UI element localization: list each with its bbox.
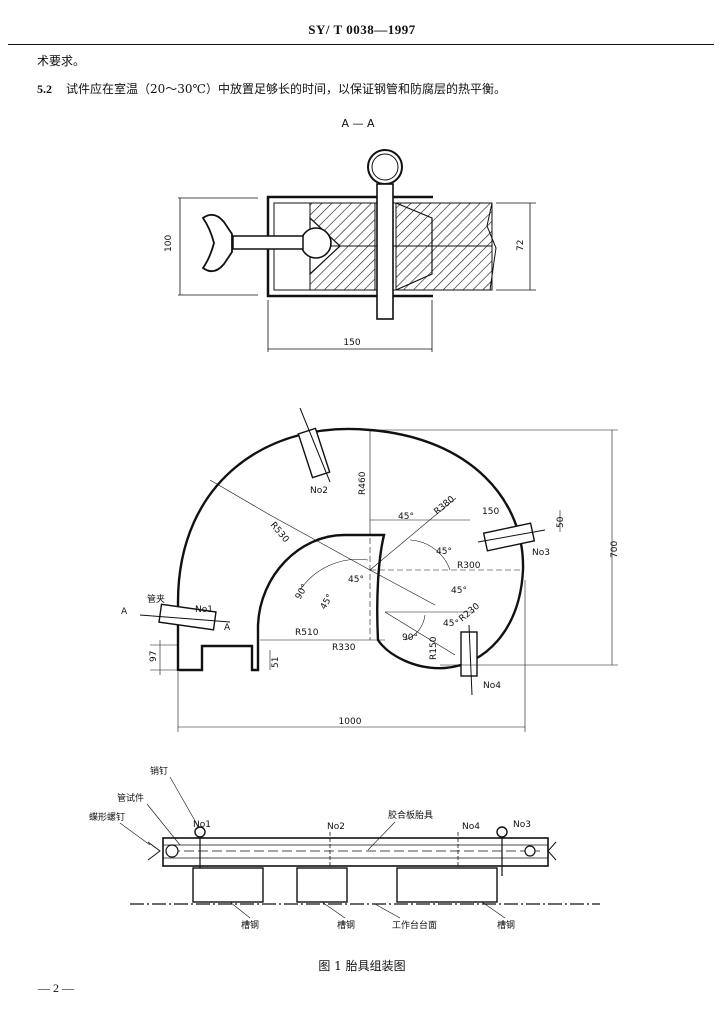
plan-view: No1 管夹 A A No2 No3 No4 R460 R530 R380 R3… — [121, 407, 620, 732]
channel-steel-1 — [192, 867, 264, 903]
end-clamp-left — [165, 844, 179, 858]
dim-r460: R460 — [358, 471, 368, 495]
dim-51: 51 — [271, 657, 281, 668]
header-rule — [8, 44, 714, 45]
label-no3: No3 — [532, 548, 550, 558]
radius-r230 — [384, 611, 456, 656]
dim-r380: R380 — [433, 494, 458, 517]
angle-45-left: 45° — [319, 593, 336, 612]
side-label-no2: No2 — [327, 822, 345, 832]
dim-150: 150 — [343, 338, 360, 348]
plywood-fixture-side — [162, 837, 549, 867]
label-pipe-clamp: 管夹 — [147, 593, 165, 605]
arc-45b — [409, 539, 451, 571]
radius-r300 — [369, 569, 436, 606]
clamp-no1: No1 管夹 A A — [121, 593, 231, 633]
vertical-pin — [376, 183, 394, 320]
radius-r530-ext — [209, 479, 271, 516]
arc-90 — [404, 614, 426, 641]
dim-50: 50 — [556, 516, 566, 528]
channel-steel-2 — [296, 867, 348, 903]
angle-45-centre: 45° — [348, 575, 364, 585]
dim-700: 700 — [610, 541, 620, 558]
label-channel-3: 槽钢 — [497, 919, 515, 931]
wing-nut — [201, 213, 233, 273]
test-pipe-section — [300, 227, 332, 259]
side-view: 销钉 管试件 蝶形螺钉 No1 No2 No4 No3 胶合板胎具 槽钢 槽钢 … — [89, 765, 600, 931]
label-no4: No4 — [483, 681, 501, 691]
clause-number: 5.2 — [37, 82, 52, 96]
angle-45-lower: 45° — [451, 586, 467, 596]
dim-r300: R300 — [457, 561, 481, 571]
dim-1000: 1000 — [339, 717, 362, 727]
side-label-no1: No1 — [193, 820, 211, 830]
body-text-line: 术要求。 — [37, 54, 86, 68]
label-fixture: 胶合板胎具 — [388, 809, 433, 821]
angle-45-right: 45° — [436, 547, 452, 557]
dim-r510: R510 — [295, 628, 319, 638]
section-mark-right: A — [224, 623, 231, 633]
clamp-no2: No2 — [297, 407, 331, 496]
dim-72: 72 — [516, 240, 526, 251]
clamp-no4: No4 — [460, 624, 501, 696]
side-label-no4: No4 — [462, 822, 480, 832]
dim-r230: R230 — [458, 601, 483, 624]
label-no2: No2 — [310, 486, 328, 496]
label-channel-1: 槽钢 — [241, 919, 259, 931]
pin-no3 — [496, 826, 508, 838]
label-channel-2: 槽钢 — [337, 919, 355, 931]
label-test-pipe: 管试件 — [117, 792, 144, 804]
channel-steel-3 — [396, 867, 498, 903]
clause-text: 试件应在室温（20～30℃）中放置足够长的时间，以保证钢管和防腐层的热平衡。 — [66, 82, 506, 96]
dim-97: 97 — [149, 651, 159, 662]
angle-90-right: 90° — [402, 633, 418, 643]
clause-5-2: 5.2 试件应在室温（20～30℃）中放置足够长的时间，以保证钢管和防腐层的热平衡… — [37, 80, 506, 97]
dim-r150: R150 — [429, 636, 439, 660]
wing-bolt-right — [547, 841, 557, 861]
page-number: — 2 — — [38, 981, 74, 995]
end-clamp-right — [524, 845, 536, 857]
break-line — [486, 202, 497, 291]
wing-screw-shaft — [232, 235, 304, 250]
angle-90-left: 90° — [294, 583, 311, 602]
standard-number-header: SY/ T 0038—1997 — [308, 22, 416, 37]
side-label-no3: No3 — [513, 820, 531, 830]
wing-bolt-left — [147, 841, 161, 861]
section-title: A — A — [341, 117, 375, 130]
label-pin: 销钉 — [150, 765, 168, 777]
angle-45-bottom: 45° — [443, 619, 459, 629]
pin-head — [367, 149, 403, 185]
figure-caption: 图 1 胎具组装图 — [318, 959, 406, 973]
clamp-no3: No3 — [477, 522, 550, 558]
radius-r380 — [369, 497, 457, 571]
label-wing-bolt: 蝶形螺钉 — [89, 811, 125, 823]
dim-100: 100 — [164, 235, 174, 252]
label-no1: No1 — [195, 605, 213, 615]
dim-r330: R330 — [332, 643, 356, 653]
arc-45 — [299, 559, 369, 591]
label-worktable: 工作台台面 — [392, 919, 437, 931]
pin-head-inner — [371, 153, 399, 181]
angle-45-top: 45° — [398, 512, 414, 522]
section-a-a-view: A — A 100 72 — [164, 117, 536, 352]
dim-150-clamp: 150 — [482, 507, 499, 517]
section-mark-left: A — [121, 607, 128, 617]
radius-r530 — [269, 514, 371, 571]
